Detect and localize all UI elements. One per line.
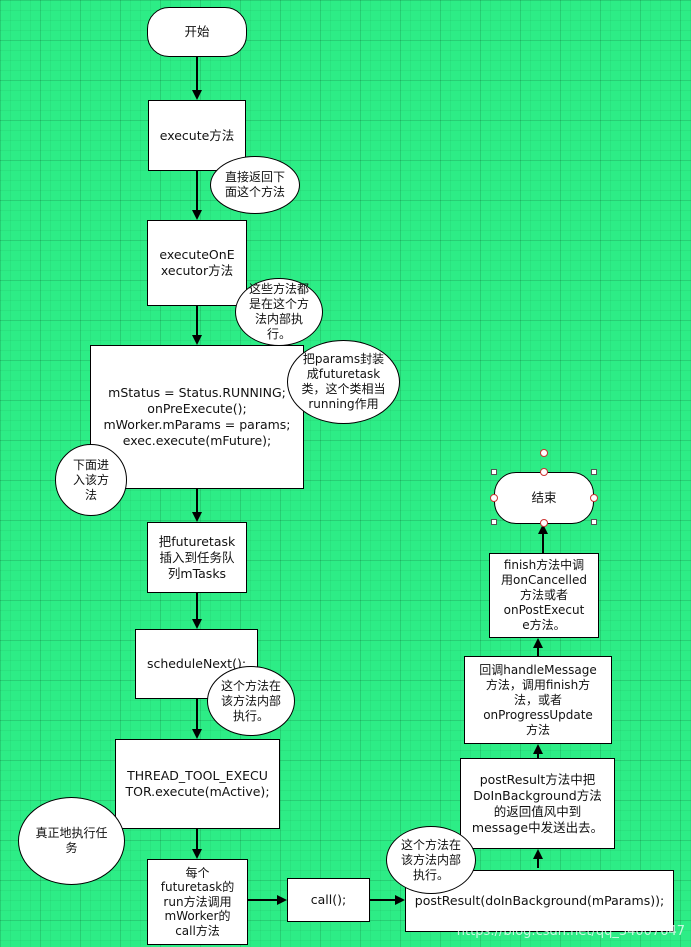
rotate-handle[interactable] bbox=[540, 449, 548, 457]
insert-futuretask-node[interactable]: 把futuretask 插入到任务队 列mTasks bbox=[147, 522, 247, 593]
callout-inside-executed: 这些方法都 是在这个方 法内部执 行。 bbox=[235, 278, 323, 346]
watermark: https://blog.csdn.net/qq_34007647 bbox=[456, 924, 685, 939]
selection-handle-bl[interactable] bbox=[491, 519, 497, 525]
callout-really-execute: 真正地执行任 务 bbox=[18, 797, 125, 885]
callout-inside-method-2: 这个方法在 该方法内部 执行。 bbox=[386, 826, 476, 894]
connection-point-top[interactable] bbox=[540, 468, 548, 476]
execute-method-node[interactable]: execute方法 bbox=[148, 100, 246, 171]
connection-point-right[interactable] bbox=[590, 494, 598, 502]
connection-point-bottom[interactable] bbox=[540, 519, 548, 527]
selection-handle-tl[interactable] bbox=[491, 469, 497, 475]
start-node[interactable]: 开始 bbox=[147, 7, 247, 57]
callout-direct-return: 直接返回下 面这个方法 bbox=[210, 156, 300, 214]
execute-on-executor-node[interactable]: executeOnE xecutor方法 bbox=[147, 220, 247, 306]
run-method-node[interactable]: 每个 futuretask的 run方法调用 mWorker的 call方法 bbox=[147, 859, 248, 945]
finish-method-node[interactable]: finish方法中调 用onCancelled 方法或者 onPostExecu… bbox=[489, 553, 599, 638]
call-node[interactable]: call(); bbox=[287, 878, 370, 922]
main-execution-block[interactable]: mStatus = Status.RUNNING; onPreExecute()… bbox=[90, 345, 304, 489]
thread-tool-executor-node[interactable]: THREAD_TOOL_EXECU TOR.execute(mActive); bbox=[115, 739, 280, 829]
callout-wrap-params: 把params封装 成futuretask 类，这个类相当 running作用 bbox=[287, 340, 400, 424]
connection-point-left[interactable] bbox=[490, 494, 498, 502]
handle-message-node[interactable]: 回调handleMessage 方法，调用finish方 法，或者 onProg… bbox=[464, 656, 612, 744]
end-node[interactable]: 结束 bbox=[494, 472, 594, 524]
selection-handle-br[interactable] bbox=[591, 519, 597, 525]
selection-handle-tr[interactable] bbox=[591, 469, 597, 475]
post-result-method-node[interactable]: postResult方法中把 DoInBackground方法 的返回值风中到 … bbox=[460, 758, 615, 849]
callout-go-into: 下面进 入该方 法 bbox=[55, 444, 127, 516]
callout-inside-method-1: 这个方法在 该方法内部 执行。 bbox=[207, 666, 295, 736]
